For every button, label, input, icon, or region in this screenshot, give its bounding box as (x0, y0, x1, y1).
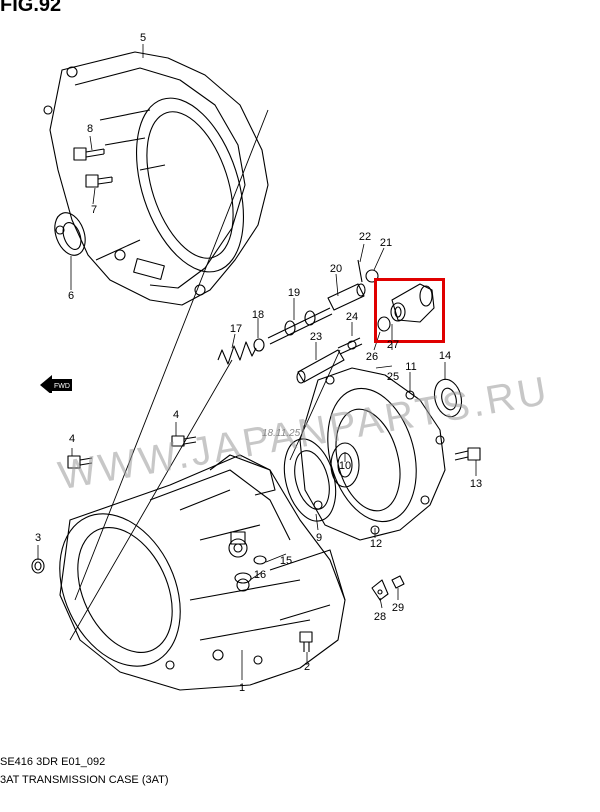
part-label-1: 1 (238, 682, 246, 694)
part-label-28: 28 (373, 611, 387, 623)
plug-4-drawing (67, 435, 197, 469)
part-label-20: 20 (329, 263, 343, 275)
part-label-23: 23 (309, 331, 323, 343)
forward-arrow-label: FWD (54, 383, 70, 390)
pin-22-drawing (357, 259, 363, 283)
part-label-17: 17 (229, 323, 243, 335)
washer-3-drawing (31, 558, 45, 574)
part-label-7: 7 (90, 204, 98, 216)
part-label-10: 10 (338, 460, 352, 472)
converter-housing-drawing (43, 51, 269, 306)
part-label-11: 11 (405, 361, 417, 373)
part-label-12: 12 (369, 538, 383, 550)
part-label-9: 9 (315, 532, 323, 544)
plug-assembly-highlighted-drawing (390, 283, 435, 323)
forward-arrow-icon: FWD (40, 375, 72, 393)
part-label-26: 26 (365, 351, 379, 363)
diagram-code: SE416 3DR E01_092 (0, 756, 106, 768)
transmission-case-drawing (59, 454, 346, 691)
part-label-5: 5 (139, 32, 147, 44)
part-label-22: 22 (358, 231, 372, 243)
gear-9-drawing (283, 438, 337, 522)
part-label-8: 8 (86, 123, 94, 135)
oil-seal-14-drawing (433, 378, 463, 418)
part-label-14: 14 (438, 350, 452, 362)
part-label-18: 18 (251, 309, 265, 321)
part-label-4-upper: 4 (172, 409, 180, 421)
parts-15-16-drawing (234, 555, 267, 584)
bolt-8-drawing (73, 147, 105, 161)
part-label-25: 25 (386, 371, 400, 383)
part-label-3: 3 (34, 532, 42, 544)
bolt-13-drawing (454, 447, 481, 461)
highlight-box (374, 278, 445, 343)
valve-19-drawing (267, 307, 333, 345)
part-label-19: 19 (287, 287, 301, 299)
bracket-28-drawing (371, 579, 389, 601)
part-label-2: 2 (303, 661, 311, 673)
ring-21-drawing (365, 269, 379, 283)
o-ring-26-drawing (377, 316, 391, 332)
watermark-stamp: 18.11.25 (262, 428, 301, 439)
sleeve-20-drawing (327, 283, 366, 311)
bolt-7-drawing (85, 174, 113, 188)
drain-plug-2-drawing (299, 631, 313, 652)
part-label-15: 15 (279, 555, 293, 567)
valve-23-drawing (296, 349, 345, 384)
spring-17-drawing (217, 338, 265, 365)
part-label-16: 16 (253, 569, 267, 581)
plug-24-drawing (337, 337, 363, 355)
part-label-27: 27 (386, 339, 400, 351)
figure-label: FIG.92 (0, 0, 62, 16)
diagram-caption: 3AT TRANSMISSION CASE (3AT) (0, 774, 169, 786)
part-label-13: 13 (469, 478, 483, 490)
oil-seal-6-drawing (54, 212, 86, 256)
part-label-24: 24 (345, 311, 359, 323)
leader-lines (37, 44, 477, 680)
part-label-29: 29 (391, 602, 405, 614)
part-label-6: 6 (67, 290, 75, 302)
part-label-4-lower: 4 (68, 433, 76, 445)
part-label-21: 21 (379, 237, 393, 249)
clip-29-drawing (391, 575, 405, 589)
